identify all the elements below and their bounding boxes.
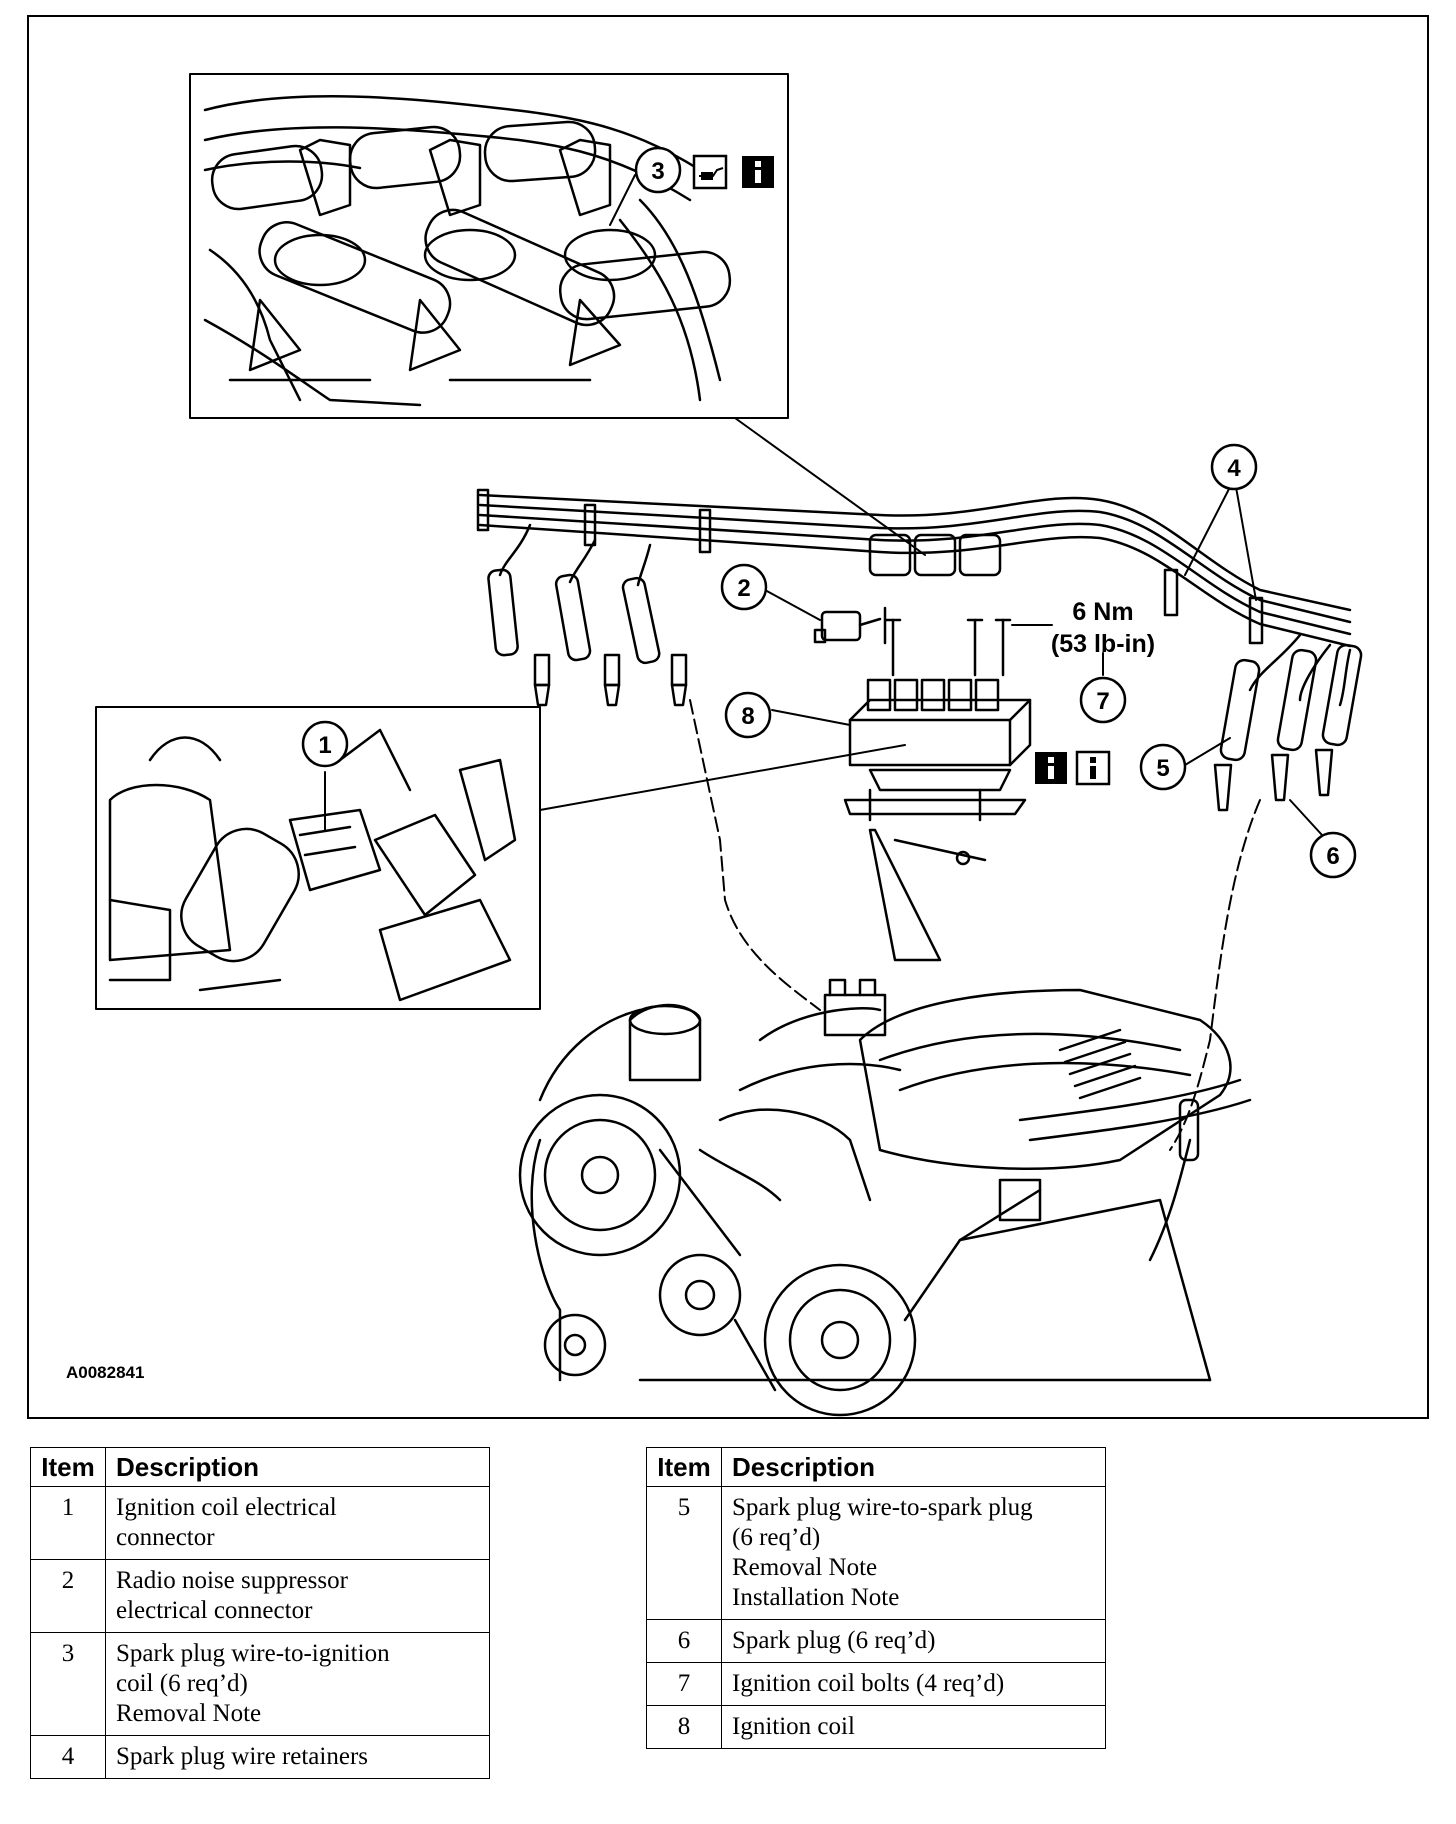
item-number: 7 [646, 1662, 722, 1706]
column-header-item: Item [646, 1447, 722, 1487]
table-row: 5 Spark plug wire-to-spark plug (6 req’d… [646, 1486, 1106, 1620]
item-number: 1 [30, 1486, 106, 1560]
callouts: 1 2 3 4 5 6 7 8 [301, 146, 1357, 879]
callout-7: 7 [1079, 676, 1127, 724]
table-row: 8 Ignition coil [646, 1705, 1106, 1749]
legend-header-row: Item Description [30, 1447, 490, 1487]
item-number: 5 [646, 1486, 722, 1620]
routing-paths [689, 699, 1261, 1151]
svg-text:3: 3 [651, 158, 664, 185]
table-row: 7 Ignition coil bolts (4 req’d) [646, 1662, 1106, 1706]
item-description: Radio noise suppressor electrical connec… [105, 1559, 490, 1633]
info-icon [1035, 752, 1067, 784]
callout-2: 2 [720, 563, 768, 611]
table-row: 4 Spark plug wire retainers [30, 1735, 490, 1779]
table-row: 1 Ignition coil electrical connector [30, 1486, 490, 1560]
item-number: 4 [30, 1735, 106, 1779]
svg-text:8: 8 [741, 703, 754, 730]
svg-text:2: 2 [737, 575, 750, 602]
callout-6: 6 [1309, 831, 1357, 879]
engine-assembly [518, 978, 1252, 1417]
table-row: 3 Spark plug wire-to-ignition coil (6 re… [30, 1632, 490, 1736]
item-description: Ignition coil electrical connector [105, 1486, 490, 1560]
legend-table-right: Item Description 5 Spark plug wire-to-sp… [646, 1447, 1106, 1749]
legend-header-row: Item Description [646, 1447, 1106, 1487]
svg-text:7: 7 [1096, 688, 1109, 715]
item-number: 2 [30, 1559, 106, 1633]
legend-table-left: Item Description 1 Ignition coil electri… [30, 1447, 490, 1779]
item-number: 3 [30, 1632, 106, 1736]
svg-text:4: 4 [1227, 455, 1241, 482]
torque-spec: 6 Nm (53 lb-in) [1051, 598, 1155, 658]
callout-8: 8 [724, 691, 772, 739]
item-number: 8 [646, 1705, 722, 1749]
info-icon [742, 156, 774, 188]
column-header-item: Item [30, 1447, 106, 1487]
ignition-coil [771, 618, 1104, 962]
table-row: 6 Spark plug (6 req’d) [646, 1619, 1106, 1663]
item-description: Ignition coil bolts (4 req’d) [721, 1662, 1106, 1706]
item-description: Spark plug wire-to-spark plug (6 req’d) … [721, 1486, 1106, 1620]
left-spark-plugs [487, 568, 688, 707]
wire-harness [476, 488, 1352, 707]
figure-id: A0082841 [66, 1363, 145, 1382]
item-number: 6 [646, 1619, 722, 1663]
info-icon-outline [1075, 750, 1111, 786]
item-description: Ignition coil [721, 1705, 1106, 1749]
inset-coil-connector [95, 706, 541, 1010]
oil-can-icon [692, 154, 728, 190]
item-description: Spark plug wire-to-ignition coil (6 req’… [105, 1632, 490, 1736]
callout-3: 3 [634, 146, 682, 194]
callout-5: 5 [1139, 743, 1187, 791]
svg-text:6: 6 [1326, 843, 1339, 870]
svg-text:1: 1 [318, 732, 331, 759]
radio-noise-suppressor [764, 589, 887, 645]
item-description: Spark plug (6 req’d) [721, 1619, 1106, 1663]
table-row: 2 Radio noise suppressor electrical conn… [30, 1559, 490, 1633]
svg-text:5: 5 [1156, 755, 1169, 782]
callout-1: 1 [301, 720, 349, 768]
item-description: Spark plug wire retainers [105, 1735, 490, 1779]
torque-lbin: (53 lb-in) [1051, 630, 1155, 658]
column-header-description: Description [721, 1447, 1106, 1487]
torque-nm: 6 Nm [1072, 598, 1133, 626]
inset-coil-wires [189, 73, 789, 419]
callout-4: 4 [1210, 443, 1258, 491]
right-spark-plugs [1184, 643, 1363, 836]
column-header-description: Description [105, 1447, 490, 1487]
exploded-diagram: 1 2 3 4 5 6 7 8 6 Nm [95, 73, 1363, 1417]
figure-frame [27, 15, 1429, 1419]
